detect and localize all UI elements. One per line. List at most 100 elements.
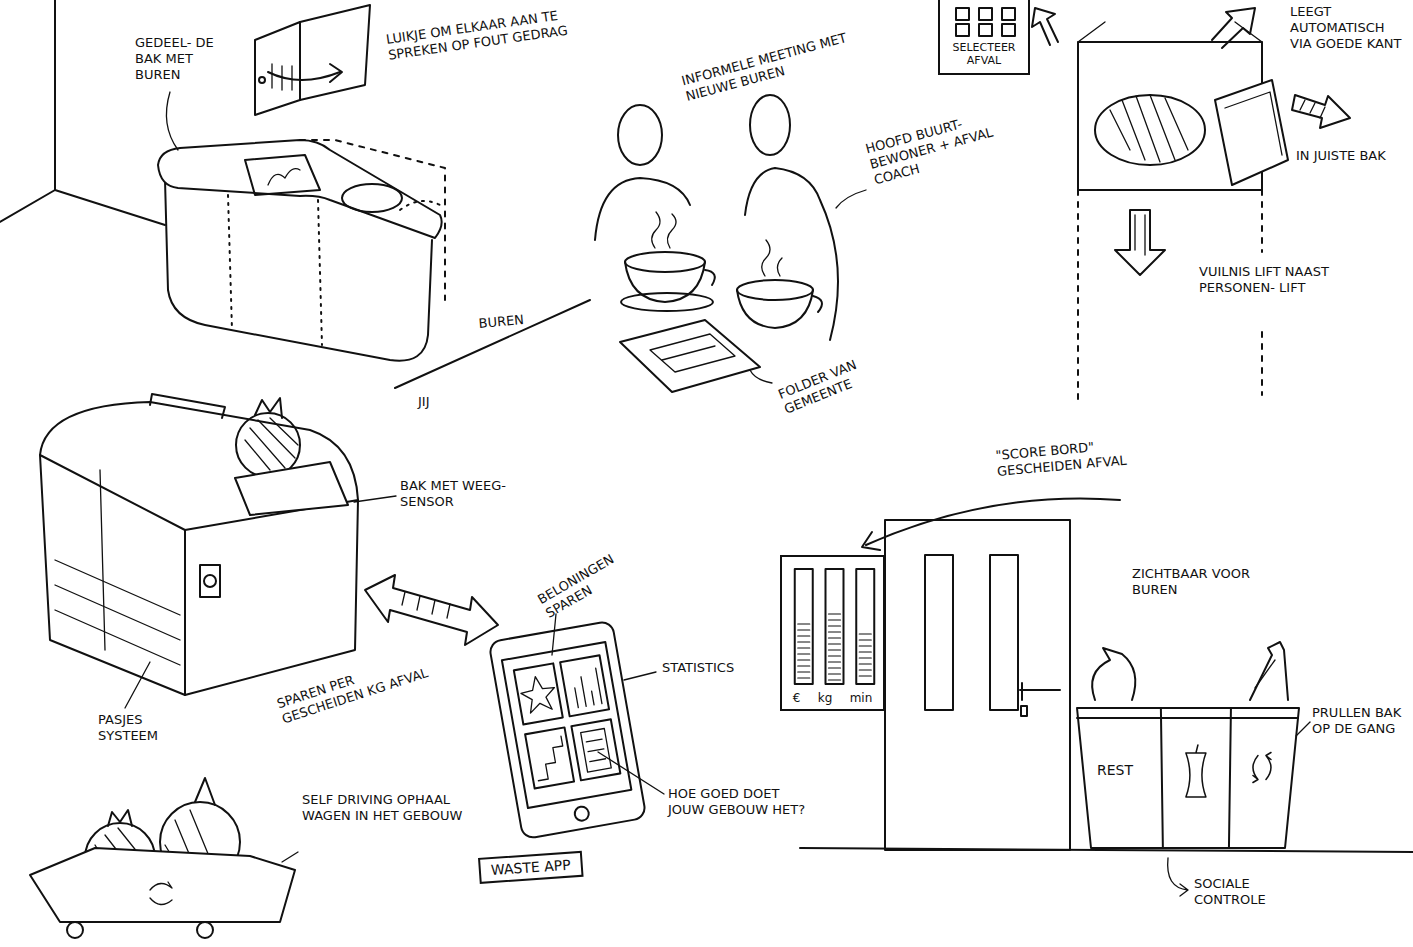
door — [925, 555, 953, 710]
bar-hatch — [859, 675, 871, 676]
double-arrow — [365, 575, 498, 645]
sketch-note: PRULLEN BAK OP DE GANG — [1312, 705, 1408, 737]
bar-hatch — [859, 633, 871, 634]
weighing-bin — [40, 394, 396, 708]
bin-contents — [1255, 660, 1275, 688]
chute-arrows — [1032, 8, 1058, 45]
keypad-panel: SELECTEER AFVAL — [938, 0, 1030, 75]
score-arrow — [862, 498, 1120, 550]
sketch-note: INFORMELE MEETING MET NIEUWE BUREN — [680, 27, 862, 104]
node-text: WASTE APP — [490, 857, 571, 879]
app-label-box: WASTE APP — [478, 851, 583, 884]
sketch-note: LUIKJE OM ELKAAR AAN TE SPREKEN OP FOUT … — [385, 3, 592, 63]
bar-hatch — [829, 655, 841, 656]
bar-hatch — [798, 629, 810, 630]
node-text: min — [850, 691, 873, 705]
weighing-bin — [55, 560, 180, 665]
coffee-cups — [813, 296, 822, 312]
hatch-door — [300, 5, 370, 100]
sketch-note: HOE GOED DOET JOUW GEBOUW HET? — [668, 786, 808, 818]
weighing-bin — [200, 565, 220, 597]
door — [1021, 706, 1027, 716]
chute-box — [1095, 95, 1205, 165]
sketch-note: VUILNIS LIFT NAAST PERSONEN- LIFT — [1196, 262, 1392, 298]
chute-arrows — [1292, 95, 1350, 128]
leader-lines — [552, 614, 664, 794]
node-text: kg — [818, 691, 833, 705]
phone — [531, 736, 567, 781]
bar-hatch — [859, 639, 871, 640]
sketch-note: BELONINGEN SPAREN — [535, 537, 650, 622]
bin-contents — [1092, 648, 1135, 700]
bar-hatch — [829, 643, 841, 644]
self-driving-cart — [282, 852, 298, 862]
key-square — [1002, 24, 1015, 36]
bar-hatch — [859, 657, 871, 658]
wall-floor — [0, 0, 590, 388]
self-driving-cart — [150, 882, 172, 905]
node-outline — [782, 557, 887, 713]
chute-box — [1261, 190, 1263, 252]
phone — [525, 727, 574, 788]
door — [885, 520, 1070, 850]
sketch-note: STATISTICS — [662, 660, 772, 676]
score-bar — [795, 569, 813, 684]
bin-contents — [1168, 858, 1188, 896]
bar-hatch — [798, 647, 810, 648]
bar-hatch — [798, 665, 810, 666]
double-arrow — [365, 575, 498, 645]
wall-floor — [0, 190, 55, 222]
weighing-bin — [245, 418, 298, 470]
meeting-people — [595, 178, 690, 240]
bar-hatch — [829, 673, 841, 674]
shared-bin — [158, 92, 445, 361]
key-square — [956, 24, 969, 36]
phone — [571, 719, 620, 780]
phone — [519, 674, 559, 714]
chute-box — [1261, 332, 1263, 395]
phone — [560, 655, 609, 716]
self-driving-cart — [67, 922, 83, 938]
bar-hatch — [829, 625, 841, 626]
apple-core-icon — [1186, 745, 1206, 797]
key-square — [956, 8, 969, 20]
meeting-people — [836, 190, 866, 208]
bin-divider — [1229, 708, 1231, 848]
chute-box — [1078, 22, 1288, 400]
bar-hatch — [798, 653, 810, 654]
coffee-cups — [652, 212, 676, 248]
phone — [514, 663, 563, 724]
weighing-bin — [125, 662, 150, 708]
coffee-cups — [705, 270, 715, 285]
sketch-note: SOCIALE CONTROLE — [1194, 876, 1304, 908]
sketch-note: PASJES SYSTEEM — [98, 712, 198, 744]
bin-contents — [1092, 642, 1310, 896]
leader-lines — [598, 752, 664, 794]
phone — [574, 806, 590, 822]
hatch-door — [255, 5, 370, 115]
hatch-door — [259, 77, 265, 83]
score-bar — [856, 569, 874, 684]
node-texts: €kgmin — [786, 691, 879, 705]
shared-bin — [268, 169, 300, 185]
weighing-bin — [40, 402, 358, 695]
meeting-people — [618, 105, 662, 165]
self-driving-cart — [30, 848, 295, 922]
bin-outline — [1077, 708, 1299, 848]
phone — [572, 668, 602, 708]
shared-bin — [158, 140, 442, 238]
node-texts: SELECTEER AFVAL — [946, 42, 1022, 67]
shared-bin — [245, 155, 320, 195]
folder — [620, 320, 772, 392]
sketch-note: SPAREN PER GESCHEIDEN KG AFVAL — [275, 648, 437, 728]
double-arrow — [402, 592, 450, 618]
folder — [662, 346, 715, 360]
bar-hatch — [829, 631, 841, 632]
node-texts: WASTE APP — [490, 857, 571, 879]
chute-box — [1215, 80, 1288, 185]
bar-hatch — [798, 659, 810, 660]
folder — [650, 334, 735, 372]
bar-hatch — [859, 645, 871, 646]
bar-hatch — [859, 651, 871, 652]
